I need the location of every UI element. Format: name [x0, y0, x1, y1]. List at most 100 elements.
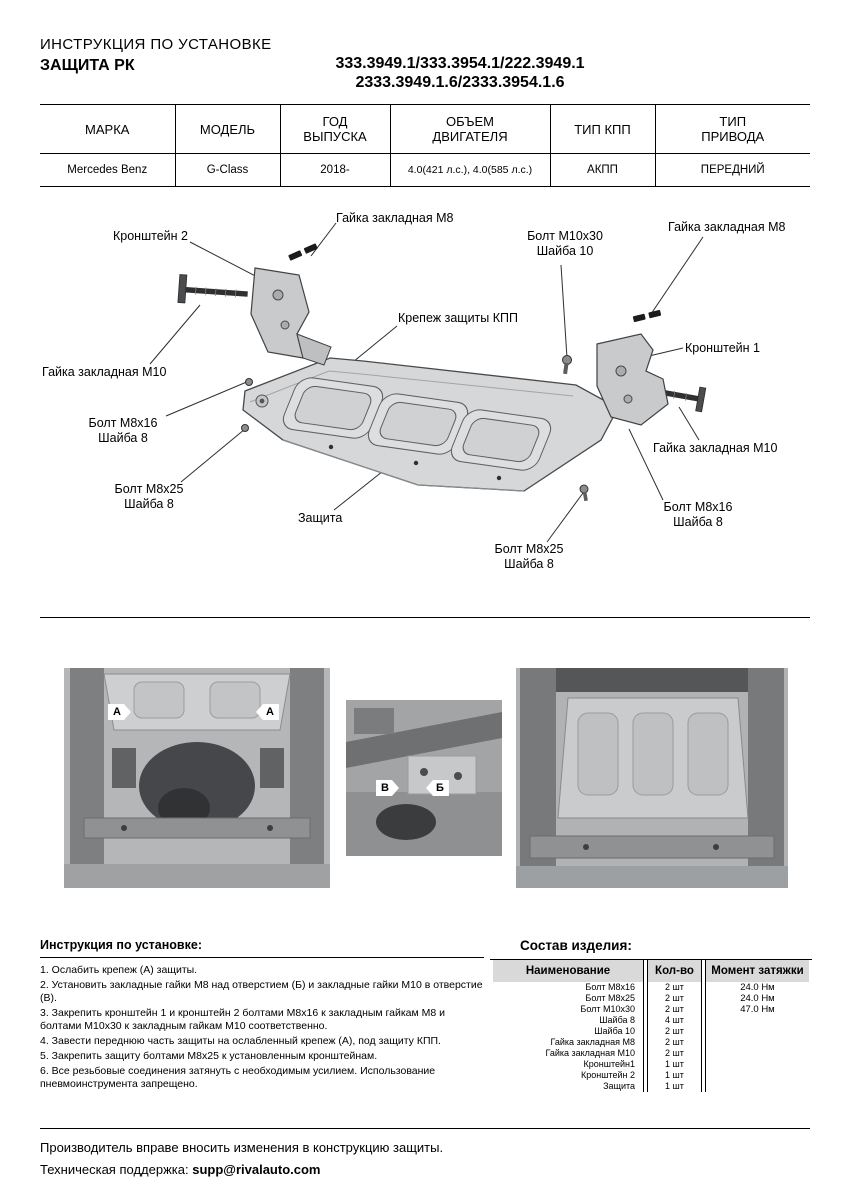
photo3-image — [516, 668, 788, 888]
label-slot-nut-m8-top: Гайка закладная М8 — [336, 211, 454, 225]
product-title: ЗАЩИТА РК — [40, 57, 135, 74]
part-torque — [704, 1026, 809, 1037]
part-qty: 2 шт — [647, 1026, 702, 1037]
cell-model: G-Class — [174, 153, 280, 187]
cell-brand: Mercedes Benz — [67, 164, 148, 176]
part-qty: 2 шт — [647, 1004, 702, 1015]
col-header-brand: МАРКА — [85, 121, 130, 137]
part-qty: 2 шт — [647, 1048, 702, 1059]
label-bracket-2: Кронштейн 2 — [113, 229, 188, 243]
marker-v: В — [376, 780, 399, 796]
part-numbers-line1: 333.3949.1/333.3954.1/222.3949.1 — [335, 55, 585, 72]
label-slot-nut-m10-left: Гайка закладная М10 — [42, 365, 167, 379]
vehicle-table-header-row: МАРКА МОДЕЛЬ ГОД ВЫПУСКА ОБЪЕМ ДВИГАТЕЛЯ… — [40, 104, 810, 154]
vehicle-table-data-row: Mercedes Benz G-Class 2018- 4.0(421 л.с.… — [40, 153, 810, 187]
part-qty: 2 шт — [647, 982, 702, 993]
part-name: Болт М8х16 — [493, 982, 645, 993]
instructions-title: Инструкция по установке: — [40, 938, 484, 958]
part-torque — [704, 1015, 809, 1026]
parts-col-torque: Момент затяжки — [704, 960, 809, 982]
label-bracket-1: Кронштейн 1 — [685, 341, 760, 355]
part-torque — [704, 1037, 809, 1048]
part-torque: 24.0 Нм — [704, 993, 809, 1004]
parts-col-qty: Кол-во — [647, 960, 702, 982]
part-torque — [704, 1059, 809, 1070]
instruction-step-6: 6. Все резьбовые соединения затянуть с н… — [40, 1065, 436, 1090]
photo2-image — [346, 700, 502, 856]
cell-gearbox: АКПП — [549, 153, 655, 187]
part-qty: 4 шт — [647, 1015, 702, 1026]
col-header-year: ГОД ВЫПУСКА — [279, 104, 390, 154]
cell-year: 2018- — [279, 153, 390, 187]
instruction-step-3: 3. Закрепить кронштейн 1 и кронштейн 2 б… — [40, 1007, 446, 1032]
part-name: Защита — [493, 1081, 645, 1092]
part-numbers-line2: 2333.3949.1.6/2333.3954.1.6 — [355, 74, 565, 91]
parts-col-name: Наименование — [493, 960, 645, 982]
divider-above-footer — [40, 1128, 810, 1129]
part-numbers: 333.3949.1/333.3954.1/222.3949.1 2333.39… — [280, 54, 640, 92]
col-header-drive: ТИП ПРИВОДА — [654, 104, 810, 154]
part-name: Кронштейн 2 — [493, 1070, 645, 1081]
col-header-engine: ОБЪЕМ ДВИГАТЕЛЯ — [389, 104, 550, 154]
part-name: Гайка закладная М8 — [493, 1037, 645, 1048]
manufacturer-note: Производитель вправе вносить изменения в… — [40, 1140, 444, 1155]
parts-table: Наименование Кол-во Момент затяжки Болт … — [490, 960, 812, 1092]
instruction-step-2: 2. Установить закладные гайки М8 над отв… — [40, 979, 483, 1004]
divider-above-photos — [40, 617, 810, 618]
part-torque: 24.0 Нм — [704, 982, 809, 993]
support-email: supp@rivalauto.com — [192, 1162, 321, 1177]
part-name: Шайба 10 — [493, 1026, 645, 1037]
part-name: Болт М10х30 — [493, 1004, 645, 1015]
photo-underbody-front: А А — [64, 668, 330, 888]
instruction-step-4: 4. Завести переднюю часть защиты на осла… — [40, 1035, 441, 1047]
instruction-step-1: 1. Ослабить крепеж (А) защиты. — [40, 964, 198, 976]
part-qty: 2 шт — [647, 1037, 702, 1048]
parts-table-header-row: Наименование Кол-во Момент затяжки — [493, 960, 809, 982]
label-guard: Защита — [298, 511, 343, 525]
part-torque — [704, 1081, 809, 1092]
part-name: Шайба 8 — [493, 1015, 645, 1026]
marker-a-right: А — [256, 704, 279, 720]
col-header-gearbox: ТИП КПП — [549, 104, 655, 154]
part-qty: 1 шт — [647, 1081, 702, 1092]
part-qty: 2 шт — [647, 993, 702, 1004]
cell-drive: ПЕРЕДНИЙ — [654, 153, 810, 187]
assembly-diagram: Гайка закладная М8 Кронштейн 2 Болт М10х… — [0, 195, 849, 620]
part-torque — [704, 1070, 809, 1081]
marker-a-left: А — [108, 704, 131, 720]
instruction-step-5: 5. Закрепить защиту болтами М8х25 к уста… — [40, 1050, 378, 1062]
parts-list-title: Состав изделия: — [490, 938, 812, 960]
part-name: Болт М8х25 — [493, 993, 645, 1004]
part-torque — [704, 1048, 809, 1059]
part-qty: 1 шт — [647, 1070, 702, 1081]
marker-b: Б — [426, 780, 449, 796]
label-slot-nut-m8-right: Гайка закладная М8 — [668, 220, 786, 234]
label-gearbox-guard-mount: Крепеж защиты КПП — [398, 311, 518, 325]
document-title: ИНСТРУКЦИЯ ПО УСТАНОВКЕ — [40, 36, 272, 53]
label-slot-nut-m10-right: Гайка закладная М10 — [653, 441, 778, 455]
photo-guard-installed — [516, 668, 788, 888]
support-label: Техническая поддержка: — [40, 1162, 189, 1177]
vehicle-spec-table: МАРКА МОДЕЛЬ ГОД ВЫПУСКА ОБЪЕМ ДВИГАТЕЛЯ… — [40, 104, 810, 187]
assembly-diagram-drawing — [149, 222, 707, 543]
part-torque: 47.0 Нм — [704, 1004, 809, 1015]
col-header-model: МОДЕЛЬ — [174, 104, 280, 154]
support-line: Техническая поддержка: supp@rivalauto.co… — [40, 1162, 320, 1177]
photo1-image — [64, 668, 330, 888]
part-name: Гайка закладная М10 — [493, 1048, 645, 1059]
